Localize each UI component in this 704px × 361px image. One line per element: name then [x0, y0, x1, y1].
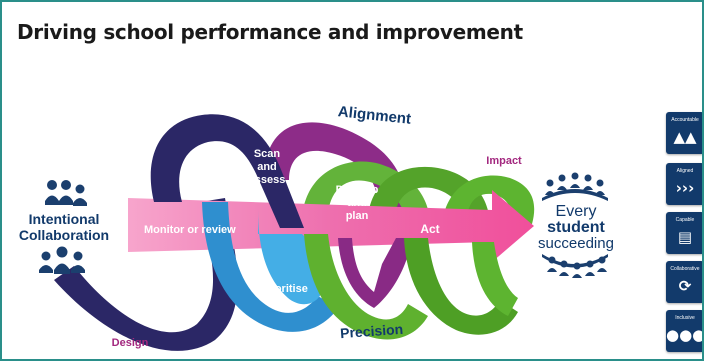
accountable-badge: Accountable ▲▲ [666, 112, 702, 154]
open-book-icon: ▤ [677, 228, 693, 246]
collaboration-label: Collaboration [19, 227, 109, 243]
aligned-badge-label: Aligned [676, 168, 694, 174]
impact-label: Impact [486, 155, 522, 167]
people-balance-icon: ▲▲ [673, 128, 697, 146]
every-label: Every [556, 203, 597, 220]
develop-label-line1: Develop [336, 184, 379, 196]
prioritise-label: Prioritise [260, 283, 308, 295]
develop-label-line3: plan [346, 210, 369, 222]
people-icon-top-left [45, 180, 87, 206]
collaborative-badge: Collaborative ⟳ [666, 261, 702, 303]
scan-label-line1: Scan [254, 148, 281, 160]
group-icon: ●●● [666, 326, 704, 344]
inclusive-badge: Inclusive ●●● [666, 310, 704, 352]
page-title: Driving school performance and improveme… [17, 20, 523, 44]
act-label: Act [420, 222, 439, 236]
intentional-label: Intentional [29, 211, 100, 227]
people-icon-bottom-left [39, 246, 85, 274]
develop-label-line2: and [347, 197, 367, 209]
scan-label-line2: and [257, 161, 277, 173]
alignment-label: Alignment [337, 103, 412, 128]
triple-chevron-icon: ››› [675, 179, 695, 197]
monitor-review-label: Monitor or review [144, 224, 236, 236]
aligned-badge: Aligned ››› [666, 163, 702, 205]
succeeding-label: succeeding [538, 235, 614, 252]
scan-label-line3: assess [249, 174, 286, 186]
people-ring-bottom-icon [542, 254, 608, 278]
people-ring-top-icon [542, 172, 608, 201]
ribbon-front [150, 114, 518, 340]
collaborative-badge-label: Collaborative [670, 266, 700, 272]
design-label: Design [112, 337, 149, 349]
capable-badge: Capable ▤ [666, 212, 702, 254]
accountable-badge-label: Accountable [671, 117, 699, 123]
student-label: student [547, 219, 605, 236]
inclusive-badge-label: Inclusive [675, 315, 695, 321]
cycle-arrows-icon: ⟳ [678, 277, 692, 295]
precision-label: Precision [340, 321, 404, 341]
capable-badge-label: Capable [675, 217, 695, 223]
